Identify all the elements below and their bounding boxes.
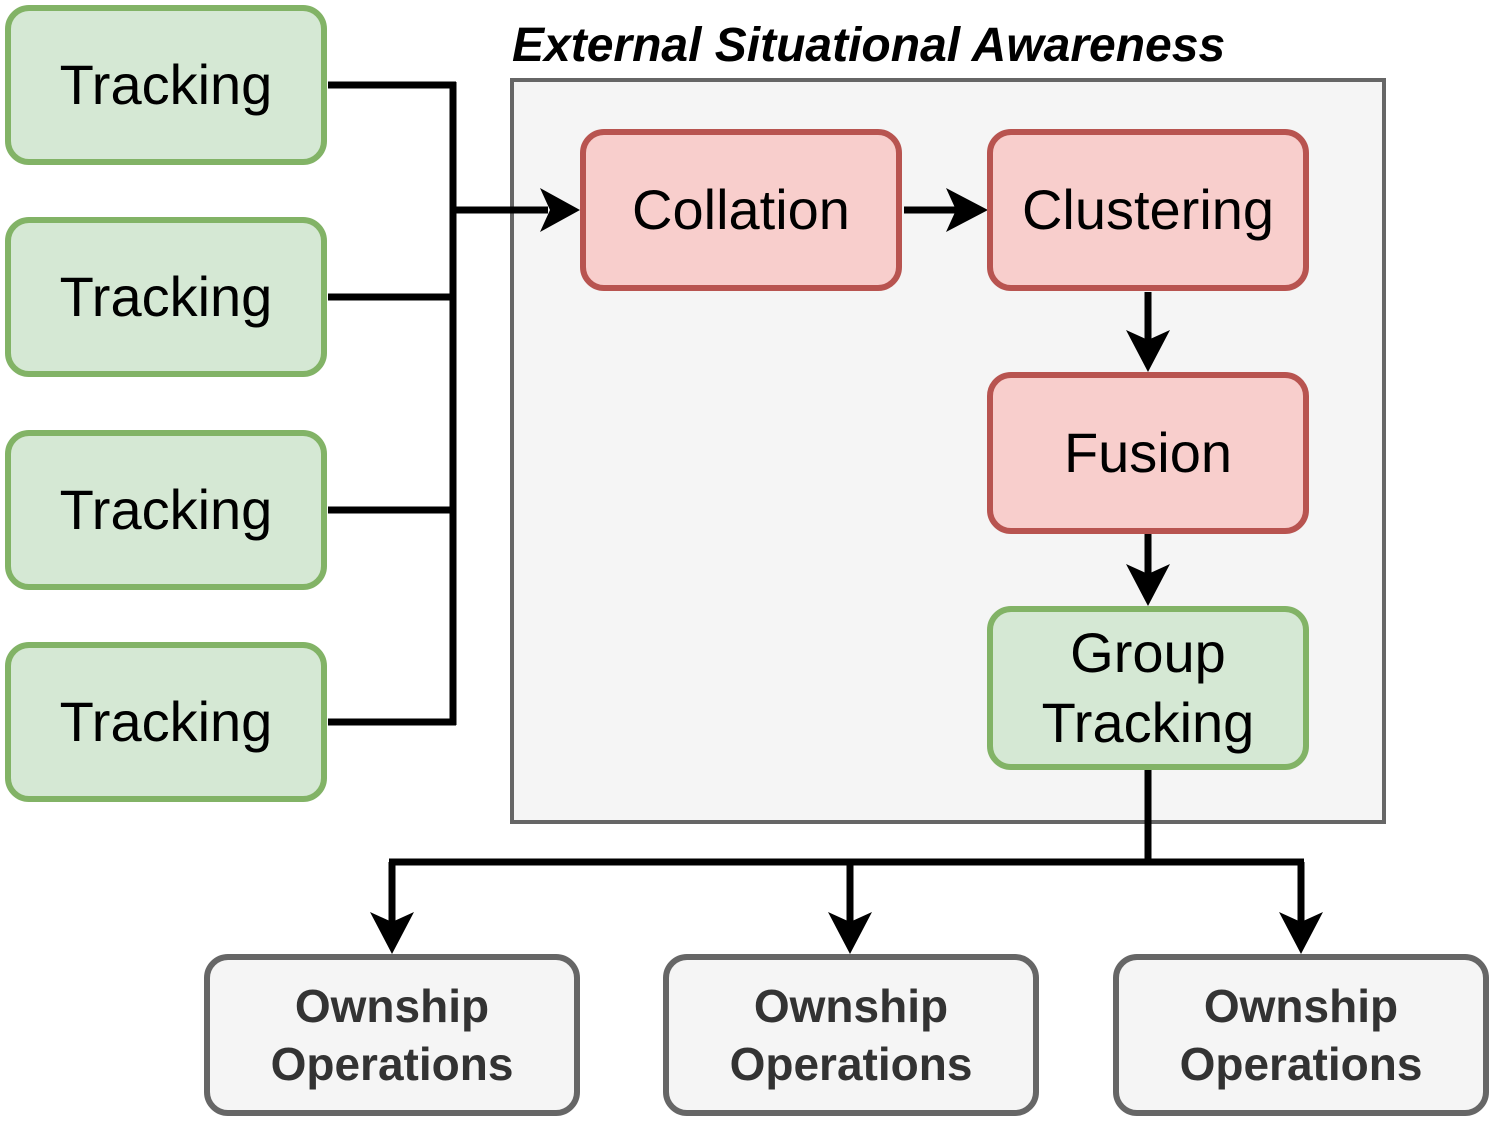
arrowhead-ownship-1 [370, 912, 414, 954]
ownship-operations-label-line1: Ownship [294, 980, 490, 1032]
tracking-node-label: Tracking [59, 53, 273, 116]
tracking-node-4: Tracking [5, 642, 327, 802]
collation-node: Collation [580, 129, 902, 291]
tracking-node-label: Tracking [59, 265, 273, 328]
tracking-node-2: Tracking [5, 217, 327, 377]
arrowhead-ownship-2 [828, 912, 872, 954]
group-tracking-label-line1: Group [1070, 621, 1226, 684]
tracking-node-1: Tracking [5, 5, 327, 165]
clustering-label: Clustering [1021, 178, 1275, 241]
group-tracking-label-line2: Tracking [1041, 691, 1255, 754]
group-title: External Situational Awareness [512, 19, 1226, 72]
ownship-operations-label-line2: Operations [1179, 1038, 1423, 1090]
group-tracking-node: Group Tracking [987, 606, 1309, 770]
ownship-operations-label-line2: Operations [270, 1038, 514, 1090]
fusion-node: Fusion [987, 372, 1309, 534]
ownship-operations-node-3: Ownship Operations [1113, 954, 1489, 1116]
collation-label: Collation [632, 178, 850, 241]
fusion-label: Fusion [1063, 421, 1233, 484]
ownship-operations-label-line1: Ownship [753, 980, 949, 1032]
tracking-node-3: Tracking [5, 430, 327, 590]
arrowhead-ownship-3 [1279, 912, 1323, 954]
ownship-operations-node-2: Ownship Operations [663, 954, 1039, 1116]
ownship-operations-label-line2: Operations [729, 1038, 973, 1090]
clustering-node: Clustering [987, 129, 1309, 291]
tracking-node-label: Tracking [59, 478, 273, 541]
ownship-operations-label-line1: Ownship [1203, 980, 1399, 1032]
tracking-node-label: Tracking [59, 690, 273, 753]
ownship-operations-node-1: Ownship Operations [204, 954, 580, 1116]
